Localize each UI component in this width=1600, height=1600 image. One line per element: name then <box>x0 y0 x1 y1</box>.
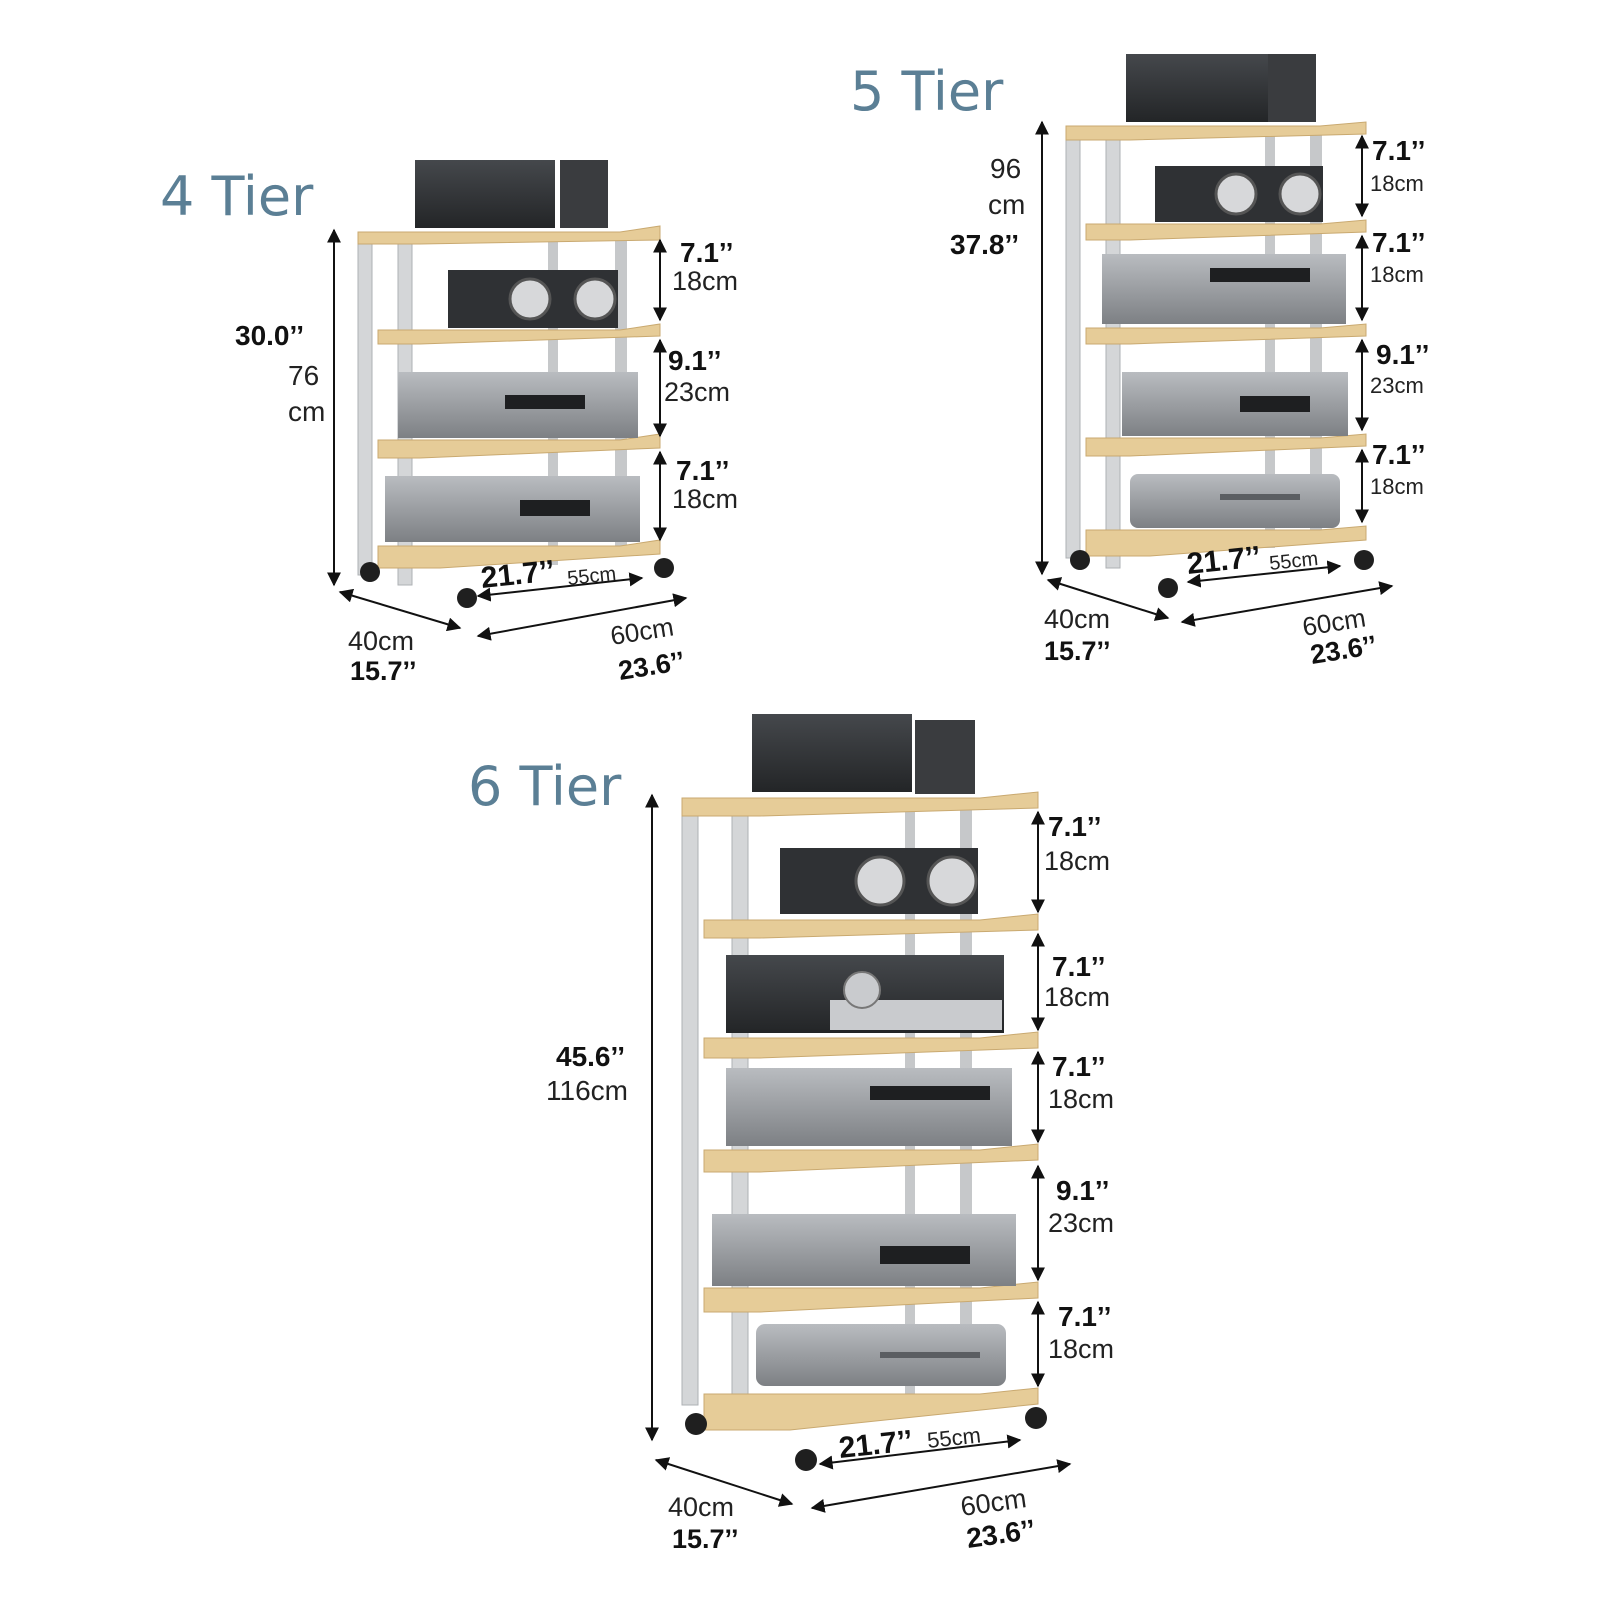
spacing-cm: 18cm <box>1044 846 1110 876</box>
spacing-inches: 7.1’’ <box>1048 811 1101 842</box>
height-cm-value: 96 <box>990 153 1021 184</box>
amplifier <box>1122 372 1348 436</box>
spacing-inches: 7.1’’ <box>1058 1301 1111 1332</box>
height-cm-unit: cm <box>288 396 325 427</box>
width-cm: 60cm <box>608 611 675 651</box>
depth-cm: 40cm <box>668 1492 734 1522</box>
amplifier <box>712 1214 1016 1286</box>
rack-title: 4 Tier <box>160 165 314 228</box>
spacing-cm: 18cm <box>672 484 738 514</box>
tier-spacings: 7.1’’ 18cm 7.1’’ 18cm 7.1’’ 18cm 9.1’’ 2… <box>1031 810 1114 1388</box>
rack-title: 5 Tier <box>850 60 1004 123</box>
spacing-inches: 7.1’’ <box>1372 227 1425 258</box>
spacing-cm: 23cm <box>1048 1208 1114 1238</box>
devices <box>1102 54 1348 528</box>
shelves <box>357 225 661 569</box>
base-dimensions: 21.7’’ 55cm 40cm 15.7’’ 60cm 23.6’’ <box>654 1422 1072 1554</box>
height-dimension: 45.6’’ 116cm <box>546 793 659 1442</box>
spacing-cm: 18cm <box>1044 982 1110 1012</box>
depth-cm: 40cm <box>1044 604 1110 634</box>
tier-spacings: 7.1’’ 18cm 9.1’’ 23cm 7.1’’ 18cm <box>653 237 738 542</box>
spacing-inches: 7.1’’ <box>1052 951 1105 982</box>
depth-inches: 15.7’’ <box>350 656 417 686</box>
shelves <box>1065 121 1367 557</box>
spacing-cm: 18cm <box>1370 262 1424 287</box>
inner-width-inches: 21.7’’ <box>837 1424 914 1465</box>
height-cm-value: 76 <box>288 360 319 391</box>
height-dimension: 30.0’’ 76 cm <box>235 228 341 587</box>
shelves <box>681 791 1039 1431</box>
cd-player <box>726 1068 1012 1146</box>
media-player <box>1130 474 1340 528</box>
tier-spacings: 7.1’’ 18cm 7.1’’ 18cm 9.1’’ 23cm 7.1’’ 1… <box>1355 134 1429 524</box>
spacing-inches: 7.1’’ <box>1052 1051 1105 1082</box>
height-cm: 116cm <box>546 1075 628 1106</box>
depth-inches: 15.7’’ <box>672 1524 739 1554</box>
spacing-inches: 9.1’’ <box>1056 1175 1109 1206</box>
spacing-inches: 9.1’’ <box>1376 339 1429 370</box>
spacing-cm: 18cm <box>1048 1334 1114 1364</box>
spacing-inches: 7.1’’ <box>680 237 733 268</box>
rack-4-tier: 4 Tier <box>160 160 738 686</box>
spacing-inches: 7.1’’ <box>1372 439 1425 470</box>
spacing-cm: 18cm <box>672 266 738 296</box>
inner-width-cm: 55cm <box>566 563 617 590</box>
depth-inches: 15.7’’ <box>1044 636 1111 666</box>
spacing-inches: 9.1’’ <box>668 345 721 376</box>
amplifier <box>385 476 640 542</box>
spacing-cm: 23cm <box>1370 373 1424 398</box>
devices <box>712 714 1016 1386</box>
spacing-cm: 18cm <box>1048 1084 1114 1114</box>
height-dimension: 96 cm 37.8’’ <box>950 120 1049 576</box>
height-inches: 45.6’’ <box>556 1041 625 1072</box>
inner-width-inches: 21.7’’ <box>479 554 556 595</box>
width-inches: 23.6’’ <box>616 646 686 686</box>
height-inches: 37.8’’ <box>950 229 1019 260</box>
spacing-inches: 7.1’’ <box>676 455 729 486</box>
rack-illustration <box>681 714 1047 1471</box>
height-cm-unit: cm <box>988 189 1025 220</box>
height-inches: 30.0’’ <box>235 320 304 351</box>
rack-5-tier: 5 Tier <box>850 54 1429 670</box>
base-dimensions: 21.7’’ 55cm 40cm 15.7’’ 60cm 23.6’’ <box>338 554 688 686</box>
rack-illustration <box>357 160 674 608</box>
rack-illustration <box>1065 54 1374 598</box>
base-dimensions: 21.7’’ 55cm 40cm 15.7’’ 60cm 23.6’’ <box>1044 540 1394 670</box>
rack-6-tier: 6 Tier <box>468 714 1114 1554</box>
spacing-cm: 18cm <box>1370 474 1424 499</box>
depth-cm: 40cm <box>348 626 414 656</box>
spacing-inches: 7.1’’ <box>1372 135 1425 166</box>
devices <box>385 160 640 542</box>
spacing-cm: 18cm <box>1370 171 1424 196</box>
rack-title: 6 Tier <box>468 755 622 818</box>
inner-width-cm: 55cm <box>926 1422 982 1452</box>
spacing-cm: 23cm <box>664 377 730 407</box>
inner-width-cm: 55cm <box>1268 548 1319 575</box>
wheels <box>360 558 674 608</box>
inner-width-inches: 21.7’’ <box>1185 540 1262 581</box>
cd-player <box>1102 254 1346 324</box>
